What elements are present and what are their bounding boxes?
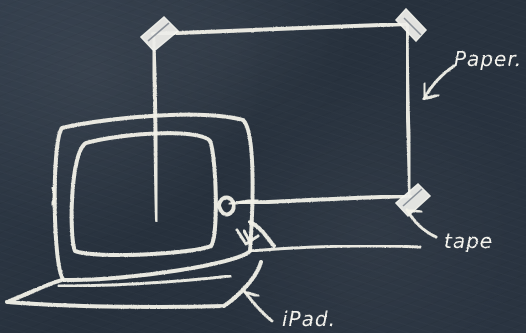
tape-arrow — [407, 210, 436, 237]
tape-top-right — [396, 9, 426, 41]
tape-label: tape — [444, 229, 493, 253]
ipad-sketch — [7, 115, 420, 307]
tape-top-left — [141, 17, 178, 51]
ipad-arrow — [245, 292, 272, 321]
paper-label: Paper. — [454, 47, 522, 71]
ipad-label: iPad. — [282, 307, 336, 331]
paper-arrow — [424, 66, 454, 99]
paper-sheet — [153, 24, 410, 220]
